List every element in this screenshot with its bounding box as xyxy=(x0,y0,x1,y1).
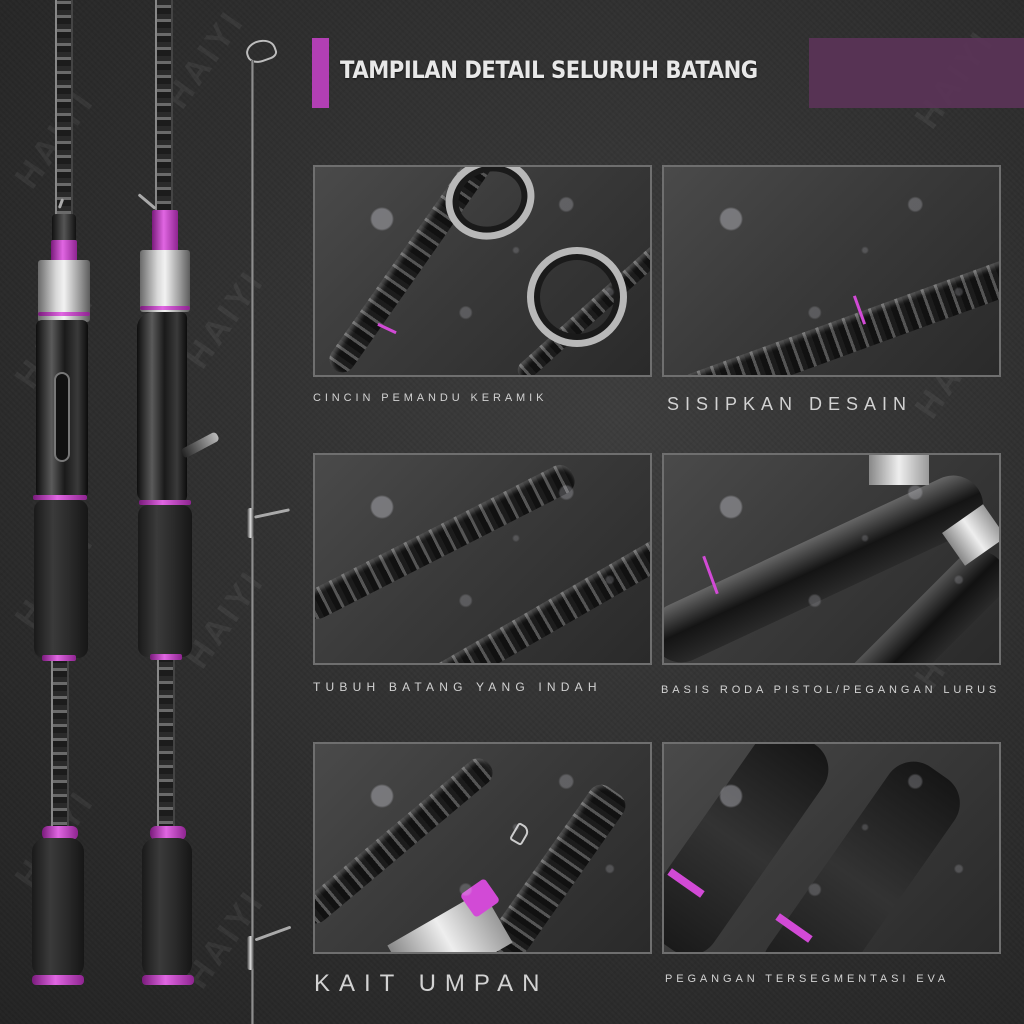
purple-ring xyxy=(775,913,813,943)
purple-ring xyxy=(38,312,90,316)
purple-wrap xyxy=(852,295,867,325)
purple-ring xyxy=(51,240,77,262)
panel-eva-handle xyxy=(662,742,1001,954)
purple-ring xyxy=(42,655,76,661)
rod-ferrule xyxy=(52,214,76,244)
title-accent-bar xyxy=(312,38,329,108)
purple-ring xyxy=(150,654,182,660)
rod-blank-image xyxy=(677,254,999,375)
rod-blank-image xyxy=(315,753,498,929)
rod-tip-blank xyxy=(251,60,254,1024)
purple-ring xyxy=(140,306,190,310)
rod-blank-image xyxy=(397,527,650,663)
page-title: TAMPILAN DETAIL SELURUH BATANG xyxy=(340,56,758,84)
line-guide-icon xyxy=(254,925,292,942)
purple-ring xyxy=(667,868,705,898)
reel-seat-silver xyxy=(387,890,513,952)
line-guide-icon xyxy=(254,508,290,519)
purple-ring xyxy=(139,500,191,505)
rod-blank xyxy=(55,0,73,220)
rod-blank-image xyxy=(513,195,650,375)
hook-keeper-icon xyxy=(137,193,157,210)
panel-reel-seat xyxy=(662,453,1001,665)
tip-guide-icon xyxy=(243,35,279,67)
caption-hook-keeper: KAIT UMPAN xyxy=(314,970,549,997)
eva-grip-fore xyxy=(138,505,192,657)
caption-eva-handle: PEGANGAN TERSEGMENTASI EVA xyxy=(665,973,950,985)
purple-ring xyxy=(150,826,186,840)
panel-ceramic-guide-ring xyxy=(313,165,652,377)
guide-ring-icon xyxy=(527,247,627,347)
reel-seat-image xyxy=(664,465,993,663)
butt-cap-ring xyxy=(142,975,194,985)
pistol-grip-body xyxy=(137,312,187,502)
reel-seat-silver xyxy=(869,455,929,485)
rod-blank-image xyxy=(315,460,580,624)
caption-insert-design: SISIPKAN DESAIN xyxy=(667,394,913,414)
line-guide-foot xyxy=(247,936,254,970)
eva-grip-image xyxy=(664,744,841,952)
rod-blank-image xyxy=(448,779,631,952)
eva-grip-rear xyxy=(142,838,192,978)
pistol-grip-image xyxy=(794,539,999,663)
reel-seat-silver xyxy=(942,504,999,566)
rod-blank-image xyxy=(324,167,518,375)
eva-grip-fore xyxy=(34,500,88,658)
watermark: HAIYI xyxy=(177,262,273,376)
rod-blank-lower xyxy=(157,660,175,830)
caption-rod-body: TUBUH BATANG YANG INDAH xyxy=(313,680,602,694)
panel-insert-design xyxy=(662,165,1001,377)
butt-cap-ring xyxy=(32,975,84,985)
caption-ceramic-guide-ring: CINCIN PEMANDU KERAMIK xyxy=(313,392,548,404)
eva-grip-rear xyxy=(32,838,84,978)
purple-ring xyxy=(459,877,501,919)
reel-seat-silver xyxy=(140,250,190,312)
caption-reel-seat: BASIS RODA PISTOL/PEGANGAN LURUS xyxy=(661,684,1001,696)
title-color-block xyxy=(809,38,1024,108)
reel-seat-slot xyxy=(54,372,70,462)
panel-rod-body xyxy=(313,453,652,665)
eva-grip-image xyxy=(751,749,972,952)
purple-ring xyxy=(702,555,719,595)
hook-keeper-icon xyxy=(508,821,532,847)
reel-seat-silver xyxy=(38,260,90,322)
purple-ring xyxy=(33,495,87,500)
guide-ring-icon xyxy=(434,167,546,252)
panel-hook-keeper xyxy=(313,742,652,954)
rod-blank xyxy=(155,0,173,210)
purple-ring xyxy=(42,826,78,840)
rod-blank-lower xyxy=(51,661,69,831)
line-guide-foot xyxy=(247,508,254,538)
purple-wrap xyxy=(377,322,397,335)
